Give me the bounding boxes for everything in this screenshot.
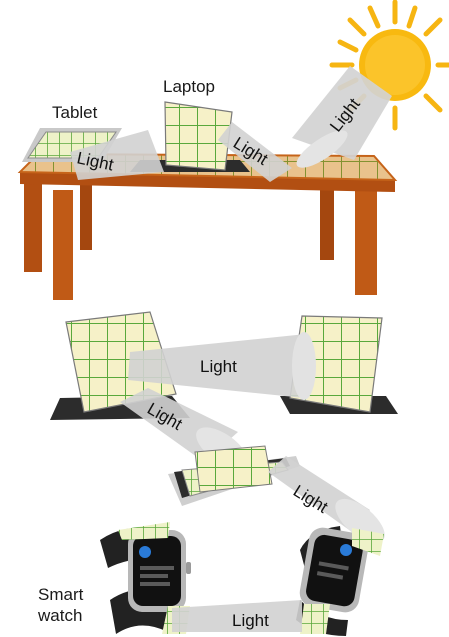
- svg-text:Light: Light: [200, 357, 237, 376]
- smartwatch-label-line2: watch: [37, 606, 82, 625]
- smartwatch-right: [296, 525, 384, 636]
- svg-text:Light: Light: [232, 611, 269, 630]
- beam-watch-link: Light: [172, 600, 302, 632]
- smartwatch-label-line1: Smart: [38, 585, 84, 604]
- laptop-label: Laptop: [163, 77, 215, 96]
- tablet-label: Tablet: [52, 103, 98, 122]
- table: [20, 154, 395, 300]
